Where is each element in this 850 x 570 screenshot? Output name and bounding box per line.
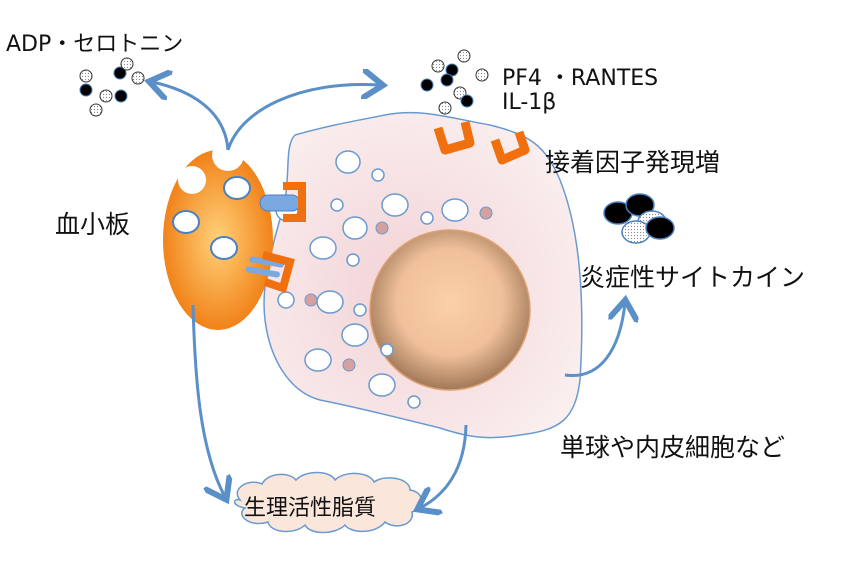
label-adp-serotonin: ADP・セロトニン (6, 32, 184, 57)
pink-granules (304, 206, 493, 372)
adp-granules (79, 57, 145, 117)
label-lipids: 生理活性脂質 (244, 496, 377, 521)
nucleus (369, 229, 531, 391)
label-platelet: 血小板 (55, 210, 131, 239)
adhesion-receptors (433, 120, 530, 165)
arrow-cell-to-lipid (420, 424, 468, 508)
arrow-to-pf4 (226, 84, 380, 151)
platelet (163, 139, 273, 330)
label-pf4-rantes: PF4 ・RANTES (502, 66, 659, 91)
label-cytokines: 炎症性サイトカイン (580, 263, 806, 292)
arrow-to-cytokine (564, 303, 625, 378)
arrows (152, 82, 625, 508)
cell-granules (275, 150, 469, 409)
label-il1b: IL-1β (502, 90, 557, 115)
arrow-platelet-to-lipid (191, 304, 225, 497)
label-monocyte: 単球や内皮細胞など (560, 433, 786, 462)
lipid-cloud (233, 471, 423, 534)
cytokine-granules (603, 193, 675, 244)
pf4-granules (420, 49, 489, 115)
arrow-to-adp (152, 82, 230, 151)
label-adhesion: 接着因子発現増 (545, 148, 721, 177)
platelet-receptors (245, 182, 306, 294)
